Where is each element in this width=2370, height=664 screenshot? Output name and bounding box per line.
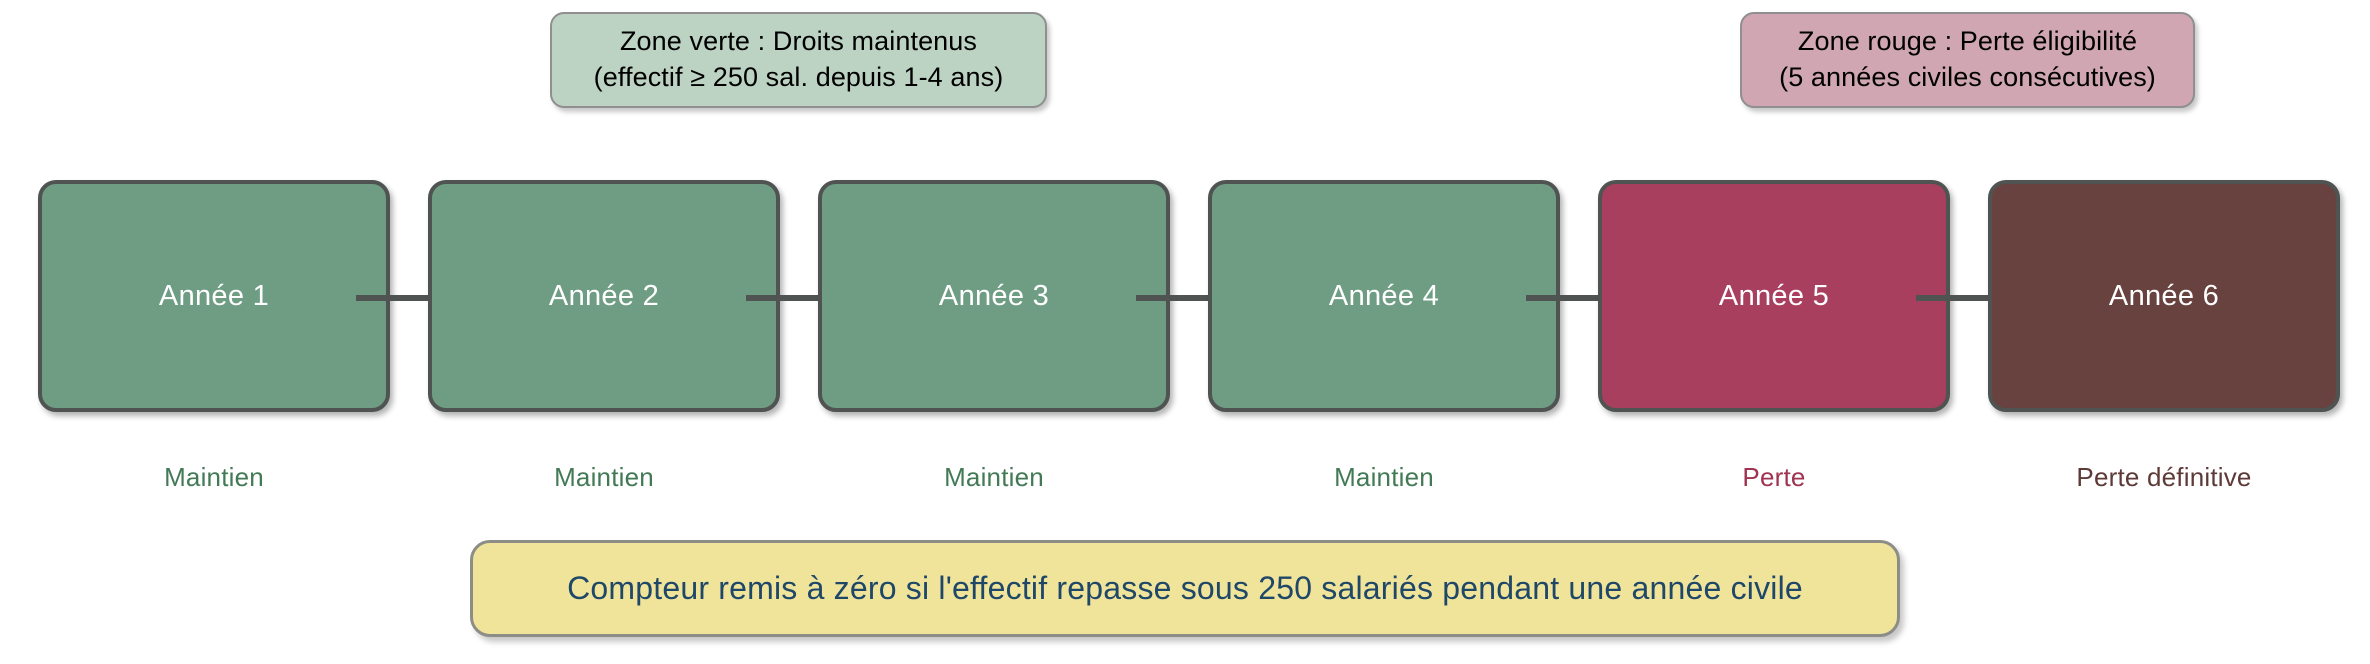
legend-green-zone: Zone verte : Droits maintenus (effectif … [550, 12, 1047, 108]
year-box-4-label: Année 4 [1328, 279, 1440, 312]
legend-red-line-1: Zone rouge : Perte éligibilité [1797, 26, 2138, 57]
status-label-year-2: Maintien [554, 462, 654, 492]
year-box-2: Année 2 [428, 180, 780, 412]
status-label-year-6: Perte définitive [2076, 462, 2252, 492]
status-label-year-3: Maintien [944, 462, 1044, 492]
status-label-year-4: Maintien [1334, 462, 1434, 492]
status-label-year-1: Maintien [164, 462, 264, 492]
footnote-text: Compteur remis à zéro si l'effectif repa… [567, 570, 1803, 606]
year-box-3: Année 3 [818, 180, 1170, 412]
year-box-5-label: Année 5 [1718, 279, 1830, 312]
year-box-4: Année 4 [1208, 180, 1560, 412]
legend-red-line-2: (5 années civiles consécutives) [1779, 62, 2156, 92]
year-box-2-label: Année 2 [548, 279, 660, 312]
year-box-6: Année 6 [1988, 180, 2340, 412]
year-box-3-label: Année 3 [938, 279, 1050, 312]
legend-red-zone: Zone rouge : Perte éligibilité (5 années… [1740, 12, 2195, 108]
year-box-5: Année 5 [1598, 180, 1950, 412]
year-box-1-label: Année 1 [158, 279, 270, 312]
legend-green-line-1: Zone verte : Droits maintenus [619, 26, 978, 57]
footnote-banner: Compteur remis à zéro si l'effectif repa… [470, 540, 1900, 637]
year-box-1: Année 1 [38, 180, 390, 412]
status-labels-row: Maintien Maintien Maintien Maintien Pert… [0, 462, 2370, 502]
legend-green-line-2: (effectif ≥ 250 sal. depuis 1-4 ans) [593, 62, 1004, 92]
status-label-year-5: Perte [1742, 462, 1806, 492]
year-box-6-label: Année 6 [2108, 279, 2220, 312]
year-boxes-row: Année 1 Année 2 Année 3 Année 4 [0, 180, 2370, 412]
